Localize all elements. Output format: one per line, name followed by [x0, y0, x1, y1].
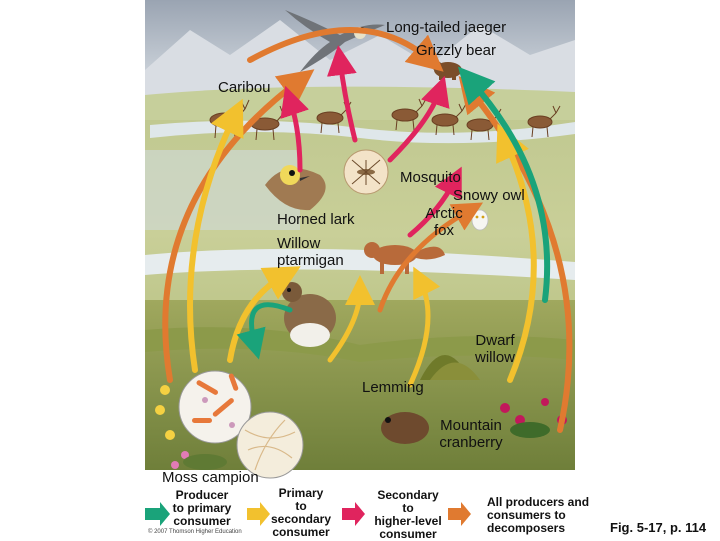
legend-secondary-line3: higher-level	[374, 514, 442, 528]
legend-to-decomposers: All producers and consumers to decompose…	[487, 496, 589, 535]
legend-primary-to-secondary: Primary to secondary consumer	[262, 487, 340, 539]
label-mountain-cranberry: Mountain cranberry	[430, 417, 512, 451]
legend-primary-line3: secondary	[270, 512, 332, 526]
legend-secondary-to-higher: Secondary to higher-level consumer	[366, 489, 450, 541]
label-willow-ptarmigan: Willow ptarmigan	[277, 235, 344, 269]
arrow-secondary-top	[326, 45, 358, 143]
label-moss-campion: Moss campion	[162, 469, 259, 486]
label-arctic-fox: Arctic fox	[419, 205, 469, 239]
arrow-secondary-right	[387, 75, 450, 163]
label-snowy-owl: Snowy owl	[453, 187, 525, 204]
arrow-secondary-fox	[407, 166, 462, 238]
label-dwarf-willow: Dwarf willow	[466, 332, 524, 366]
legend-producer-line3: consumer	[173, 514, 231, 528]
legend-primary-line2: to	[295, 499, 307, 513]
label-mountain-cranberry-line1: Mountain	[440, 417, 502, 434]
arrow-producer-left	[236, 302, 293, 360]
legend-secondary-line4: consumer	[379, 527, 437, 541]
legend-arrow-green	[145, 502, 170, 526]
decomposer-bacteria-circle	[178, 370, 252, 444]
lemming-illustration	[381, 412, 429, 444]
legend-arrows	[145, 502, 471, 526]
figure-caption: Fig. 5-17, p. 114	[610, 520, 707, 535]
snowy-owl-illustration	[471, 209, 489, 231]
legend-decomposer-line3: decomposers	[487, 521, 566, 535]
arrow-primary-lower	[327, 275, 375, 363]
label-lemming: Lemming	[362, 379, 424, 396]
legend-secondary-line2: to	[402, 501, 414, 515]
legend-secondary-line1: Secondary	[377, 488, 439, 502]
label-dwarf-willow-line1: Dwarf	[475, 332, 515, 349]
legend-arrow-yellow	[247, 502, 270, 526]
legend-primary-line4: consumer	[272, 525, 330, 539]
label-long-tailed-jaeger: Long-tailed jaeger	[386, 19, 507, 36]
arrow-producer-right	[457, 66, 551, 303]
label-grizzly-bear: Grizzly bear	[416, 42, 497, 59]
horned-lark-illustration	[265, 165, 326, 211]
legend-producer-line2: to primary	[172, 501, 232, 515]
arrow-secondary-left	[280, 85, 309, 173]
arrow-decomposer-mid	[377, 202, 484, 313]
legend-producer-to-primary: Producer to primary consumer	[166, 489, 238, 528]
arrow-primary-center	[407, 266, 441, 388]
legend-arrow-pink	[342, 502, 365, 526]
label-caribou: Caribou	[218, 79, 271, 96]
label-willow-ptarmigan-line1: Willow	[277, 235, 321, 252]
label-dwarf-willow-line2: willow	[474, 349, 515, 366]
legend-primary-line1: Primary	[278, 486, 324, 500]
decomposer-fungi-circle	[236, 411, 304, 479]
label-arctic-fox-line2: fox	[433, 222, 454, 239]
label-arctic-fox-line1: Arctic	[425, 205, 463, 222]
label-mosquito: Mosquito	[400, 169, 461, 186]
legend-arrow-orange	[448, 502, 471, 526]
legend-producer-line1: Producer	[175, 488, 229, 502]
moss-campion-illustration	[155, 385, 227, 470]
arrow-primary-left	[187, 98, 244, 373]
legend-decomposer-line1: All producers and	[487, 495, 590, 509]
arrow-decomposer-left-outer	[162, 69, 315, 383]
label-willow-ptarmigan-line2: ptarmigan	[277, 252, 344, 269]
mosquito-illustration	[343, 149, 389, 195]
food-web-arrows	[162, 27, 573, 433]
legend-decomposer-line2: consumers to	[487, 508, 566, 522]
label-horned-lark: Horned lark	[277, 211, 355, 228]
arrow-decomposer-top	[247, 27, 444, 72]
dwarf-willow-illustration	[420, 355, 480, 380]
copyright-notice: © 2007 Thomson Higher Education	[148, 529, 242, 535]
arrow-primary-mid	[227, 266, 301, 363]
label-mountain-cranberry-line2: cranberry	[439, 434, 503, 451]
arrow-primary-right	[496, 123, 537, 383]
